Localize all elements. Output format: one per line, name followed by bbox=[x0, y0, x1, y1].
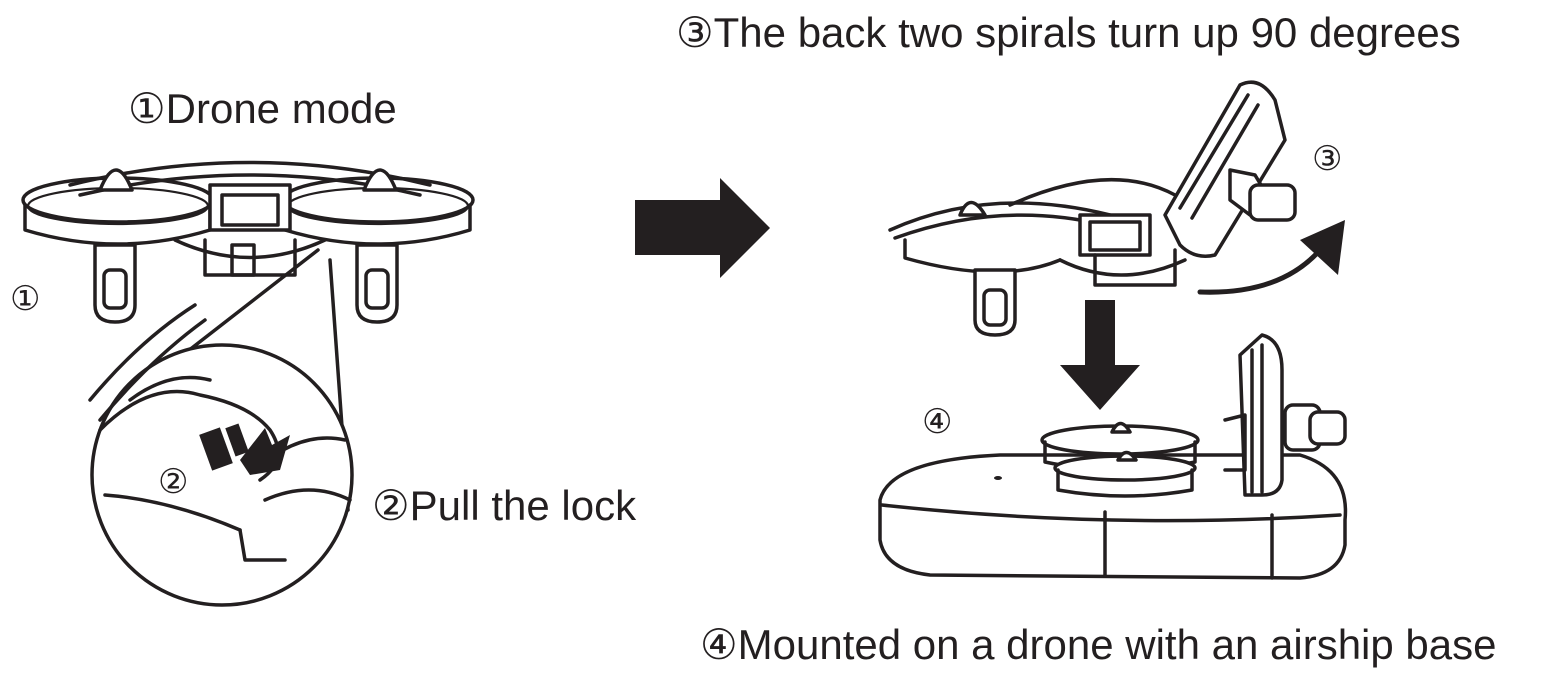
step3-title: ③The back two spirals turn up 90 degrees bbox=[676, 9, 1461, 56]
cable-lines bbox=[88, 303, 197, 402]
spirals-turned-illustration bbox=[888, 80, 1297, 337]
step3-marker: ③ bbox=[1312, 139, 1343, 179]
step4-marker: ④ bbox=[922, 402, 953, 442]
airship-base-illustration bbox=[878, 333, 1348, 580]
drone-mode-illustration bbox=[21, 160, 475, 324]
rotation-arrow bbox=[1197, 247, 1323, 295]
mount-arrow bbox=[1060, 300, 1140, 410]
step4-title: ④Mounted on a drone with an airship base bbox=[700, 621, 1497, 668]
step1-title: ①Drone mode bbox=[128, 85, 397, 132]
next-step-arrow bbox=[635, 178, 770, 278]
step1-marker: ① bbox=[10, 279, 41, 319]
step2-marker: ② bbox=[158, 462, 189, 502]
lock-detail-magnifier bbox=[90, 248, 354, 607]
step2-title: ②Pull the lock bbox=[372, 482, 637, 529]
